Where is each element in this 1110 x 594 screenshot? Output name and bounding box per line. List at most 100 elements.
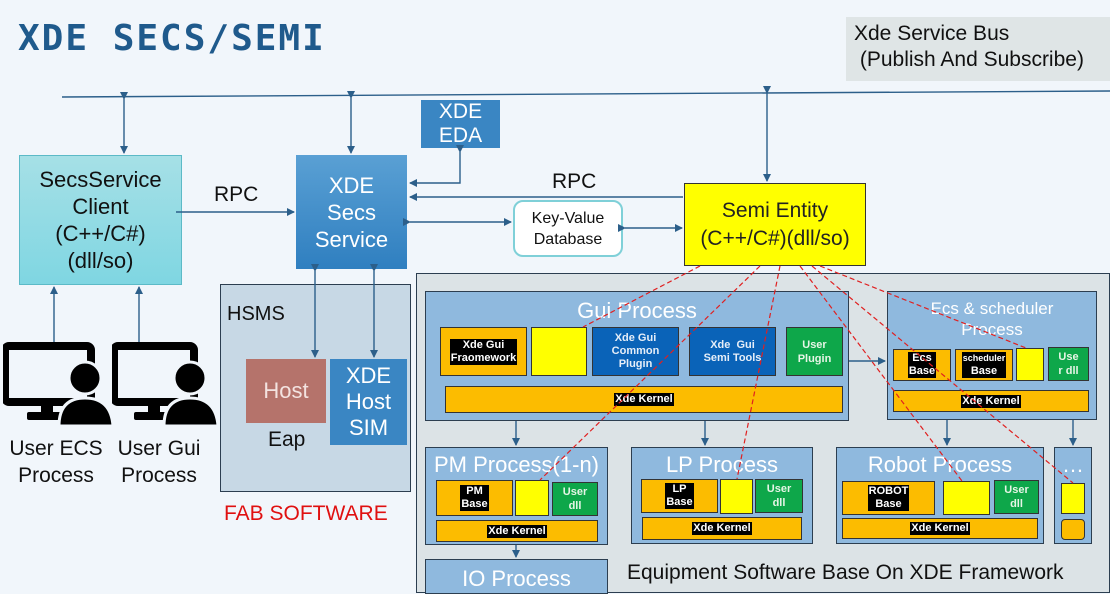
label-line: ROBOT — [868, 485, 909, 497]
semi-plugin-slot — [1061, 483, 1085, 514]
label-line: Xde Gui — [614, 332, 657, 344]
label-line: scheduler — [962, 353, 1006, 363]
gui-process-title: Gui Process — [577, 298, 697, 323]
service-bus-label: Xde Service Bus (Publish And Subscribe) — [846, 17, 1110, 81]
label-line: Base — [461, 498, 488, 510]
secs-service-line: Service — [314, 226, 389, 252]
user-computer-icon — [3, 342, 115, 426]
semi-plugin-slot — [531, 327, 587, 376]
host-sim-line: Host — [345, 389, 392, 414]
kernel-label: Xde Kernel — [487, 524, 547, 538]
user-computer-icon — [112, 342, 218, 426]
eda-line: XDE — [438, 100, 483, 123]
xde-host-sim[interactable]: XDE Host SIM — [330, 359, 407, 445]
client-line: (C++/C#) — [55, 221, 146, 246]
robot-xde-kernel[interactable]: Xde Kernel — [842, 518, 1038, 539]
rpc-label-left: RPC — [214, 183, 259, 206]
xde-secs-service[interactable]: XDE Secs Service — [296, 155, 407, 269]
user-label-line: User ECS — [9, 437, 103, 460]
io-process[interactable]: IO Process — [425, 559, 608, 594]
label-line: Base — [666, 496, 693, 508]
eda-secs-arrow — [409, 145, 464, 187]
kernel-slot — [1061, 519, 1085, 540]
client-line: Client — [72, 194, 129, 219]
kernel-label: Xde Kernel — [910, 522, 970, 535]
user-label-line: Process — [121, 464, 197, 487]
eda-line: EDA — [438, 124, 483, 147]
semi-entity-line: (C++/C#)(dll/so) — [700, 226, 850, 250]
label-line: User — [802, 338, 827, 351]
label-line: Use — [1058, 351, 1079, 363]
lp-process-title: LP Process — [665, 452, 779, 477]
user-ecs-process-label: User ECS Process — [4, 435, 108, 489]
fab-software-caption: FAB SOFTWARE — [224, 502, 388, 525]
kv-line: Key-Value — [531, 209, 605, 227]
page-title: XDE SECS/SEMI — [18, 18, 326, 59]
lp-xde-kernel[interactable]: Xde Kernel — [642, 517, 802, 540]
user-gui-process-label: User Gui Process — [114, 435, 204, 489]
kernel-label: Xde Kernel — [692, 522, 752, 535]
label-line: User — [1004, 484, 1029, 496]
pm-xde-kernel[interactable]: Xde Kernel — [436, 520, 598, 542]
ecs-xde-kernel[interactable]: Xde Kernel — [893, 390, 1089, 412]
title-line: Process — [961, 320, 1023, 339]
kernel-label: Xde Kernel — [961, 394, 1021, 408]
host-sim-line: XDE — [345, 363, 392, 388]
label-line: LP — [672, 483, 687, 495]
label-line: Xde Gui — [462, 338, 505, 351]
label-line: User — [562, 486, 588, 498]
gui-xde-kernel[interactable]: Xde Kernel — [445, 386, 843, 413]
label-line: Base — [908, 365, 936, 377]
rpc-label-top: RPC — [552, 170, 597, 193]
title-line: Ecs & scheduler — [930, 299, 1054, 318]
client-line: (dll/so) — [67, 248, 134, 273]
client-line: SecsService — [39, 167, 162, 192]
user-label-line: Process — [18, 464, 94, 487]
host-label: Host — [263, 378, 309, 403]
service-bus-line — [61, 90, 1110, 98]
label-line: Base — [970, 365, 998, 377]
io-process-title: IO Process — [462, 566, 571, 591]
label-line: Ecs — [912, 352, 932, 364]
hsms-label: HSMS — [227, 303, 285, 325]
host-box[interactable]: Host — [246, 359, 326, 423]
label-line: Common — [611, 345, 660, 357]
label-line: Base — [875, 498, 902, 510]
label-line: PM — [466, 485, 483, 497]
host-sim-line: SIM — [348, 415, 389, 440]
semi-plugin-slot — [515, 480, 549, 516]
label-line: r dll — [1058, 365, 1079, 377]
xde-eda[interactable]: XDE EDA — [421, 100, 500, 148]
kernel-label: Xde Kernel — [614, 393, 674, 406]
secs-service-client[interactable]: SecsService Client (C++/C#) (dll/so) — [19, 155, 182, 285]
semi-entity-line: Semi Entity — [721, 198, 829, 222]
label-line: Plugin — [618, 358, 653, 370]
semi-plugin-slot — [943, 481, 990, 515]
semi-plugin-slot — [1016, 348, 1044, 381]
label-line: Plugin — [797, 352, 832, 365]
key-value-database[interactable]: Key-Value Database — [513, 200, 623, 257]
service-bus-line1: Xde Service Bus — [854, 22, 1010, 45]
service-bus-line2: (Publish And Subscribe) — [854, 48, 1084, 71]
semi-entity[interactable]: Semi Entity (C++/C#)(dll/so) — [684, 183, 866, 266]
ecs-user-dll[interactable]: Use r dll — [1048, 347, 1089, 381]
